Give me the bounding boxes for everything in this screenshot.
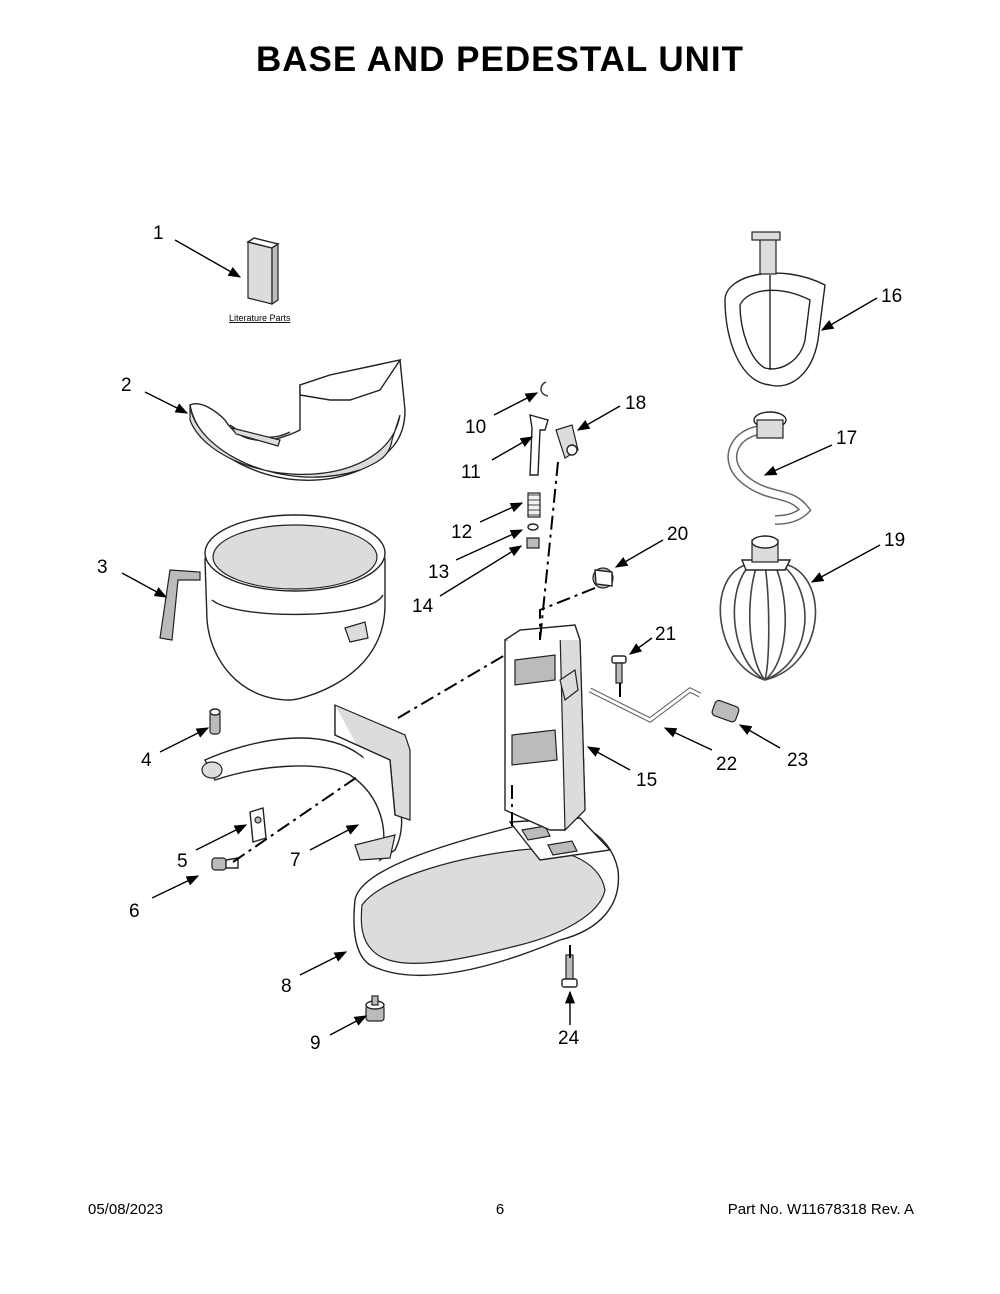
leader-arrows	[121, 239, 881, 1036]
callout-21: 21	[655, 624, 676, 645]
clip-part	[540, 381, 549, 397]
spring-part	[527, 492, 541, 518]
base-part	[353, 817, 620, 976]
foot-part	[365, 995, 385, 1022]
assembly-line-bowl-to-pedestal	[397, 654, 506, 719]
pedestal-column-part	[504, 624, 586, 832]
callout-23: 23	[787, 750, 808, 771]
bowl-support-part	[201, 704, 411, 862]
callout-18: 18	[625, 393, 646, 414]
callout-14: 14	[412, 596, 434, 617]
flat-beater-part	[724, 231, 826, 387]
callout-4: 4	[141, 750, 152, 771]
callout-16: 16	[881, 286, 902, 307]
callout-22: 22	[716, 754, 737, 775]
callout-3: 3	[97, 557, 108, 578]
footer-part-number: Part No. W11678318 Rev. A	[727, 1201, 914, 1218]
callout-2: 2	[121, 375, 132, 396]
callout-8: 8	[281, 976, 292, 997]
latch-part	[555, 424, 579, 459]
washer-part	[527, 523, 539, 531]
nut-part	[526, 537, 540, 549]
callout-15: 15	[636, 770, 657, 791]
callout-10: 10	[465, 417, 486, 438]
callout-5: 5	[177, 851, 188, 872]
footer-page-number: 6	[495, 1201, 505, 1218]
latch-knob-part	[592, 567, 614, 589]
literature-booklet-part	[246, 237, 280, 306]
callout-11: 11	[461, 462, 481, 483]
wire-whip-part	[719, 535, 817, 681]
callout-13: 13	[428, 562, 449, 583]
mixing-bowl-part	[159, 514, 386, 701]
callout-12: 12	[451, 522, 472, 543]
screw-part-6	[211, 857, 239, 871]
bracket-part	[249, 807, 267, 843]
callout-7: 7	[290, 850, 301, 871]
literature-parts-label: Literature Parts	[229, 313, 291, 323]
callout-20: 20	[667, 524, 688, 545]
callout-9: 9	[310, 1033, 321, 1054]
screw-part-21	[611, 655, 627, 684]
assembly-line-bracket-to-support	[232, 774, 361, 863]
callout-6: 6	[129, 901, 140, 922]
footer-date: 05/08/2023	[88, 1201, 164, 1218]
dough-hook-part	[727, 411, 812, 525]
callout-17: 17	[836, 428, 857, 449]
screw-part-24	[561, 954, 578, 988]
callout-1: 1	[153, 223, 164, 244]
rod-part	[529, 414, 549, 476]
handle-part	[711, 699, 740, 723]
assembly-line-latch-to-pedestal	[539, 587, 596, 640]
page-title: BASE AND PEDESTAL UNIT	[255, 40, 745, 79]
pouring-shield-part	[189, 358, 406, 481]
callout-24: 24	[558, 1028, 580, 1049]
assembly-line-rod-to-pedestal	[539, 461, 559, 641]
callout-19: 19	[884, 530, 905, 551]
crank-part	[588, 687, 702, 723]
pin-part	[209, 708, 221, 735]
